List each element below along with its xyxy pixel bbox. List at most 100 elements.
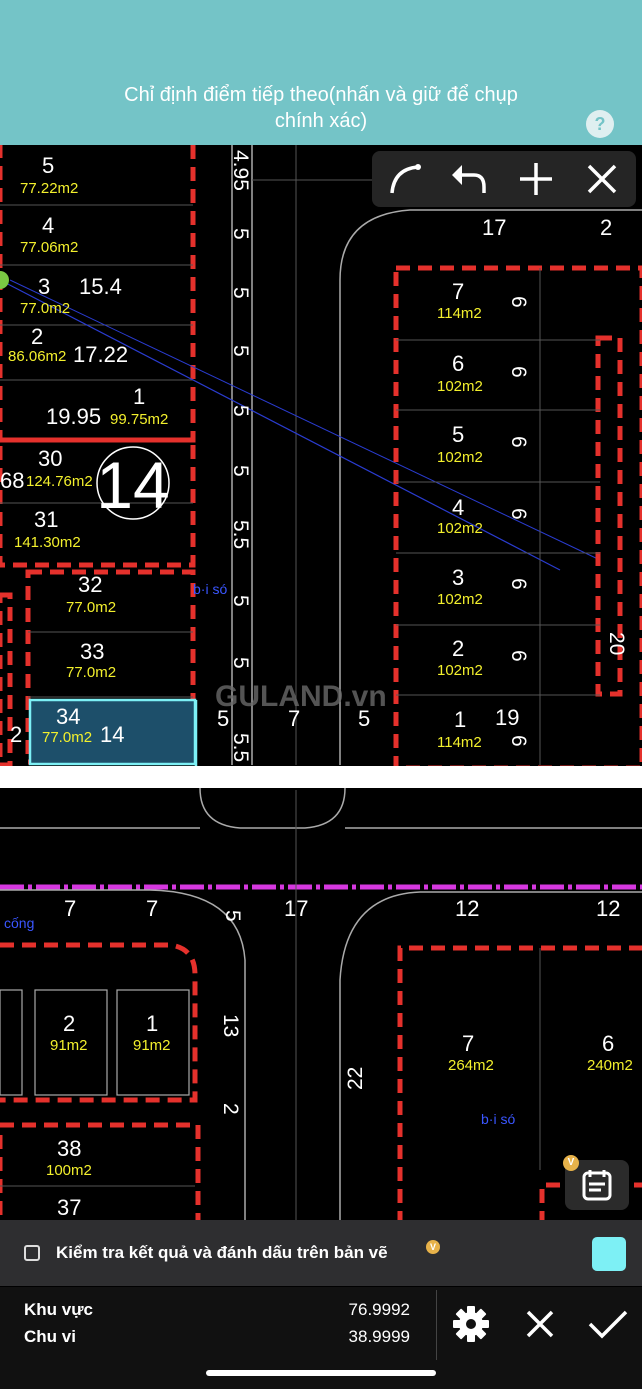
- lot-block: [0, 942, 198, 1103]
- road-dimension: 7: [146, 896, 158, 921]
- road-dimension: 7: [288, 706, 300, 731]
- lot-area: 102m2: [437, 520, 483, 537]
- settings-gear-icon[interactable]: [452, 1305, 490, 1343]
- road-dimension: 5: [229, 595, 252, 607]
- road-dimension: 5.5: [229, 733, 252, 762]
- area-label: Khu vực: [24, 1300, 93, 1319]
- road-dimension: 4.95: [229, 150, 252, 191]
- lot-block: [397, 945, 642, 1220]
- close-icon[interactable]: [580, 157, 624, 201]
- watermark: GULAND.vn: [215, 680, 387, 713]
- lot-area: 77.0m2: [66, 664, 116, 681]
- road-dimension: 22: [344, 1067, 367, 1090]
- lot-number: 7: [462, 1031, 474, 1056]
- lot-dimension: 6: [507, 508, 530, 520]
- lot-dimension: 6: [507, 366, 530, 378]
- lot-area: 91m2: [133, 1037, 171, 1054]
- lot-number: 2: [31, 324, 43, 349]
- map-note: b·i só: [193, 581, 227, 597]
- help-icon: ?: [594, 114, 606, 134]
- road-dimension: 13: [219, 1014, 242, 1037]
- lot-area: 124.76m2: [26, 473, 93, 490]
- lot-number: 1: [146, 1011, 158, 1036]
- lot-dimension: 6: [507, 650, 530, 662]
- lot-area: 77.22m2: [20, 180, 78, 197]
- lot-number: 1: [454, 707, 466, 732]
- road-curve: [199, 787, 346, 829]
- lot-dimension: 6: [507, 296, 530, 308]
- lot-area: 77.0m2: [20, 300, 70, 317]
- lot-area: 102m2: [437, 662, 483, 679]
- lot-area: 102m2: [437, 591, 483, 608]
- check-result-label[interactable]: Kiểm tra kết quả và đánh dấu trên bản vẽ: [56, 1243, 388, 1262]
- lot-number: 4: [42, 213, 54, 238]
- road-curve: [339, 891, 642, 1220]
- lot-area: 102m2: [437, 378, 483, 395]
- lot-dimension: 68: [0, 468, 24, 493]
- help-button[interactable]: ?: [586, 110, 614, 138]
- lot-area: 100m2: [46, 1162, 92, 1179]
- lot-dimension: 6: [507, 735, 530, 747]
- lot-area: 99.75m2: [110, 411, 168, 428]
- block-label: 14: [96, 448, 169, 522]
- instruction-text: Chỉ định điểm tiếp theo(nhấn và giữ để c…: [60, 82, 582, 134]
- undo-icon[interactable]: [446, 157, 490, 201]
- color-swatch[interactable]: [592, 1237, 626, 1271]
- lot-dimension: 6: [507, 578, 530, 590]
- lot-number: 1: [133, 384, 145, 409]
- lot-number: 6: [602, 1031, 614, 1056]
- lot-dimension: 19.95: [46, 404, 101, 429]
- arc-tool-icon[interactable]: [384, 157, 428, 201]
- lot-dimension: 17.22: [73, 342, 128, 367]
- map-note: b·i só: [481, 1111, 515, 1127]
- map-note: cống: [4, 915, 34, 931]
- road-dimension: 7: [64, 896, 76, 921]
- road-dimension: 5: [221, 910, 244, 922]
- road-dimension: 5: [229, 287, 252, 299]
- lot-block: [595, 335, 623, 697]
- road-dimension: 12: [596, 896, 620, 921]
- road-dimension: 2: [600, 215, 612, 240]
- lot-dimension: 14: [100, 722, 124, 747]
- lot-area: 240m2: [587, 1057, 633, 1074]
- lot-number: 7: [452, 279, 464, 304]
- lot-number: 3: [38, 274, 50, 299]
- lot-area: 114m2: [437, 305, 482, 322]
- road-dimension: 5: [229, 465, 252, 477]
- lot-area: 102m2: [437, 449, 483, 466]
- instruction-line-2: chính xác): [274, 110, 368, 132]
- road-dimension: 12: [455, 896, 479, 921]
- lot-block: [0, 145, 196, 443]
- calendar-button[interactable]: [565, 1160, 629, 1210]
- lot-number: 2: [63, 1011, 75, 1036]
- map-canvas[interactable]: .lot { fill:none; stroke:#e5312c; stroke…: [0, 145, 642, 1220]
- lot-block: [0, 1122, 201, 1220]
- road-dimension: 17: [482, 215, 506, 240]
- lot-number: 32: [78, 572, 102, 597]
- road-dimension: 5: [229, 345, 252, 357]
- road-dimension: 20: [605, 632, 628, 655]
- lot-number: 3: [452, 565, 464, 590]
- road-curve: [0, 889, 246, 1220]
- road-dimension: 5: [229, 405, 252, 417]
- add-icon[interactable]: [514, 157, 558, 201]
- check-result-checkbox[interactable]: [24, 1245, 40, 1261]
- perimeter-value: 38.9999: [348, 1327, 410, 1346]
- selected-lot-34[interactable]: [28, 698, 197, 766]
- lot-area: 91m2: [50, 1037, 88, 1054]
- lot-dimension: 6: [507, 436, 530, 448]
- measure-line: [9, 279, 601, 561]
- lot-area: 77.0m2: [42, 729, 92, 746]
- lot-area: 86.06m2: [8, 348, 66, 365]
- lot-number: 6: [452, 351, 464, 376]
- lot-number: 4: [452, 495, 464, 520]
- lot-area: 141.30m2: [14, 534, 81, 551]
- lot-area: 114m2: [437, 734, 482, 751]
- cancel-icon[interactable]: [522, 1306, 558, 1342]
- lot-area: 77.06m2: [20, 239, 78, 256]
- area-value: 76.9992: [348, 1300, 410, 1319]
- confirm-check-icon[interactable]: [586, 1306, 630, 1342]
- lot-number: 38: [57, 1136, 81, 1161]
- block-marker: [96, 446, 170, 520]
- lot-block: [539, 1182, 642, 1220]
